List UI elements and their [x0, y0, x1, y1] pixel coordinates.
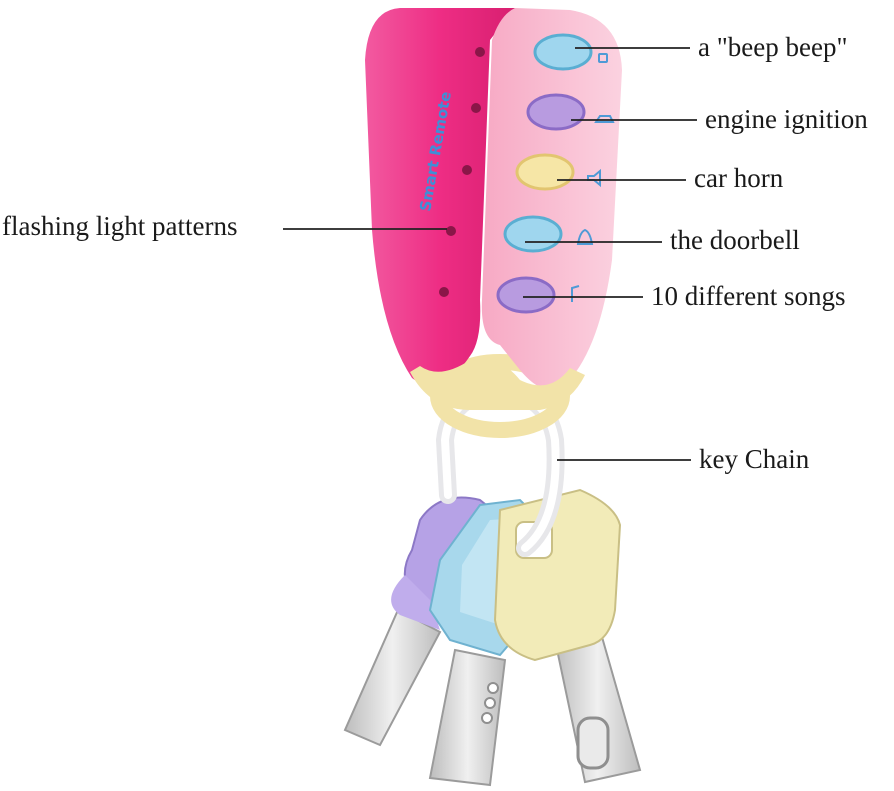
metal-key-left	[343, 608, 442, 747]
songs-button[interactable]	[496, 276, 556, 314]
engine-button[interactable]	[526, 93, 586, 131]
key-hole	[487, 682, 499, 694]
bell-icon	[576, 228, 594, 245]
horn-button[interactable]	[515, 153, 575, 191]
car-icon	[594, 115, 615, 123]
label-flashing-lights: flashing light patterns	[2, 211, 238, 241]
led-dot	[475, 47, 485, 57]
led-dot	[471, 103, 481, 113]
purple-key-bow	[391, 575, 440, 630]
label-songs: 10 different songs	[651, 281, 846, 311]
led-lights	[439, 47, 485, 297]
plastic-key-heads	[391, 488, 622, 662]
led-dot	[462, 165, 472, 175]
label-car-horn: car horn	[694, 163, 784, 193]
label-beep-beep: a "beep beep"	[698, 32, 848, 62]
remote-bottom-cap	[410, 359, 585, 410]
beep-button[interactable]	[533, 33, 593, 71]
cream-key-head	[493, 488, 622, 662]
key-hole	[481, 712, 493, 724]
key-hole	[484, 697, 496, 709]
lock-icon	[598, 53, 608, 63]
leader-lines	[283, 47, 697, 461]
remote-shell-magenta	[365, 8, 515, 386]
metal-keys	[343, 608, 642, 787]
label-doorbell: the doorbell	[670, 225, 800, 255]
doorbell-button[interactable]	[503, 215, 563, 253]
key-handle-loop	[576, 716, 610, 770]
metal-key-middle	[428, 648, 507, 787]
led-dot	[446, 226, 456, 236]
label-key-chain: key Chain	[699, 444, 810, 474]
led-dot	[439, 287, 449, 297]
remote-body: Smart Remote	[365, 8, 622, 410]
remote-buttons	[496, 33, 593, 314]
label-engine-ignition: engine ignition	[705, 104, 868, 134]
